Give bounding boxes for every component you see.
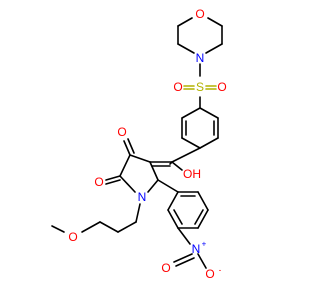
bond bbox=[197, 191, 209, 211]
bond bbox=[177, 43, 195, 54]
bond-layer bbox=[51, 17, 223, 269]
bond bbox=[123, 140, 131, 156]
morpholine-oxygen-label: O bbox=[195, 7, 204, 21]
sulfonyl-oxygen-left-label: O bbox=[173, 80, 182, 94]
bond bbox=[117, 221, 137, 233]
bond bbox=[207, 17, 223, 27]
bond bbox=[147, 179, 159, 193]
bond bbox=[81, 221, 101, 233]
bond bbox=[194, 209, 204, 225]
bond bbox=[51, 225, 65, 233]
bond bbox=[105, 179, 121, 185]
bond bbox=[99, 221, 119, 233]
bond bbox=[171, 161, 183, 171]
bond bbox=[181, 107, 201, 119]
bond bbox=[167, 209, 179, 229]
bond bbox=[175, 257, 195, 267]
bond bbox=[157, 179, 179, 193]
bond bbox=[105, 175, 121, 181]
bond bbox=[129, 154, 151, 163]
bond bbox=[199, 137, 219, 149]
sulfonyl-oxygen-right-label: O bbox=[217, 80, 226, 94]
bond bbox=[197, 209, 209, 229]
bond bbox=[199, 107, 219, 119]
molecule-structure: O N S O O OH O O N O N + O - O bbox=[51, 7, 227, 281]
nitro-positive-charge-label: + bbox=[202, 240, 207, 249]
bond bbox=[127, 138, 135, 154]
ether-oxygen-label: O bbox=[68, 230, 77, 244]
atom-label-layer: O N S O O OH O O N O N + O - O bbox=[68, 7, 226, 281]
ketone-oxygen-label: O bbox=[117, 125, 126, 139]
bond bbox=[171, 147, 201, 163]
bond bbox=[149, 161, 159, 181]
bond bbox=[205, 43, 223, 54]
bond bbox=[167, 191, 179, 211]
bond bbox=[197, 253, 207, 269]
hydroxyl-label: OH bbox=[183, 167, 201, 181]
nitro-nitrogen-label: N bbox=[192, 242, 201, 256]
bond bbox=[173, 253, 193, 263]
bond bbox=[177, 17, 193, 27]
morpholine-nitrogen-label: N bbox=[196, 51, 205, 65]
bond bbox=[181, 137, 201, 149]
bond bbox=[173, 209, 183, 225]
sulfonyl-sulfur-label: S bbox=[196, 80, 204, 94]
ring-nitrogen-label: N bbox=[138, 190, 147, 204]
amide-oxygen-label: O bbox=[94, 175, 103, 189]
bond bbox=[119, 175, 136, 193]
bond bbox=[119, 154, 131, 177]
bond bbox=[177, 227, 191, 245]
bond bbox=[135, 203, 141, 223]
nitro-oxygen-label: O bbox=[161, 261, 170, 275]
nitro-oxygen-anion-label: O bbox=[205, 267, 214, 281]
nitro-negative-charge-label: - bbox=[219, 266, 222, 275]
